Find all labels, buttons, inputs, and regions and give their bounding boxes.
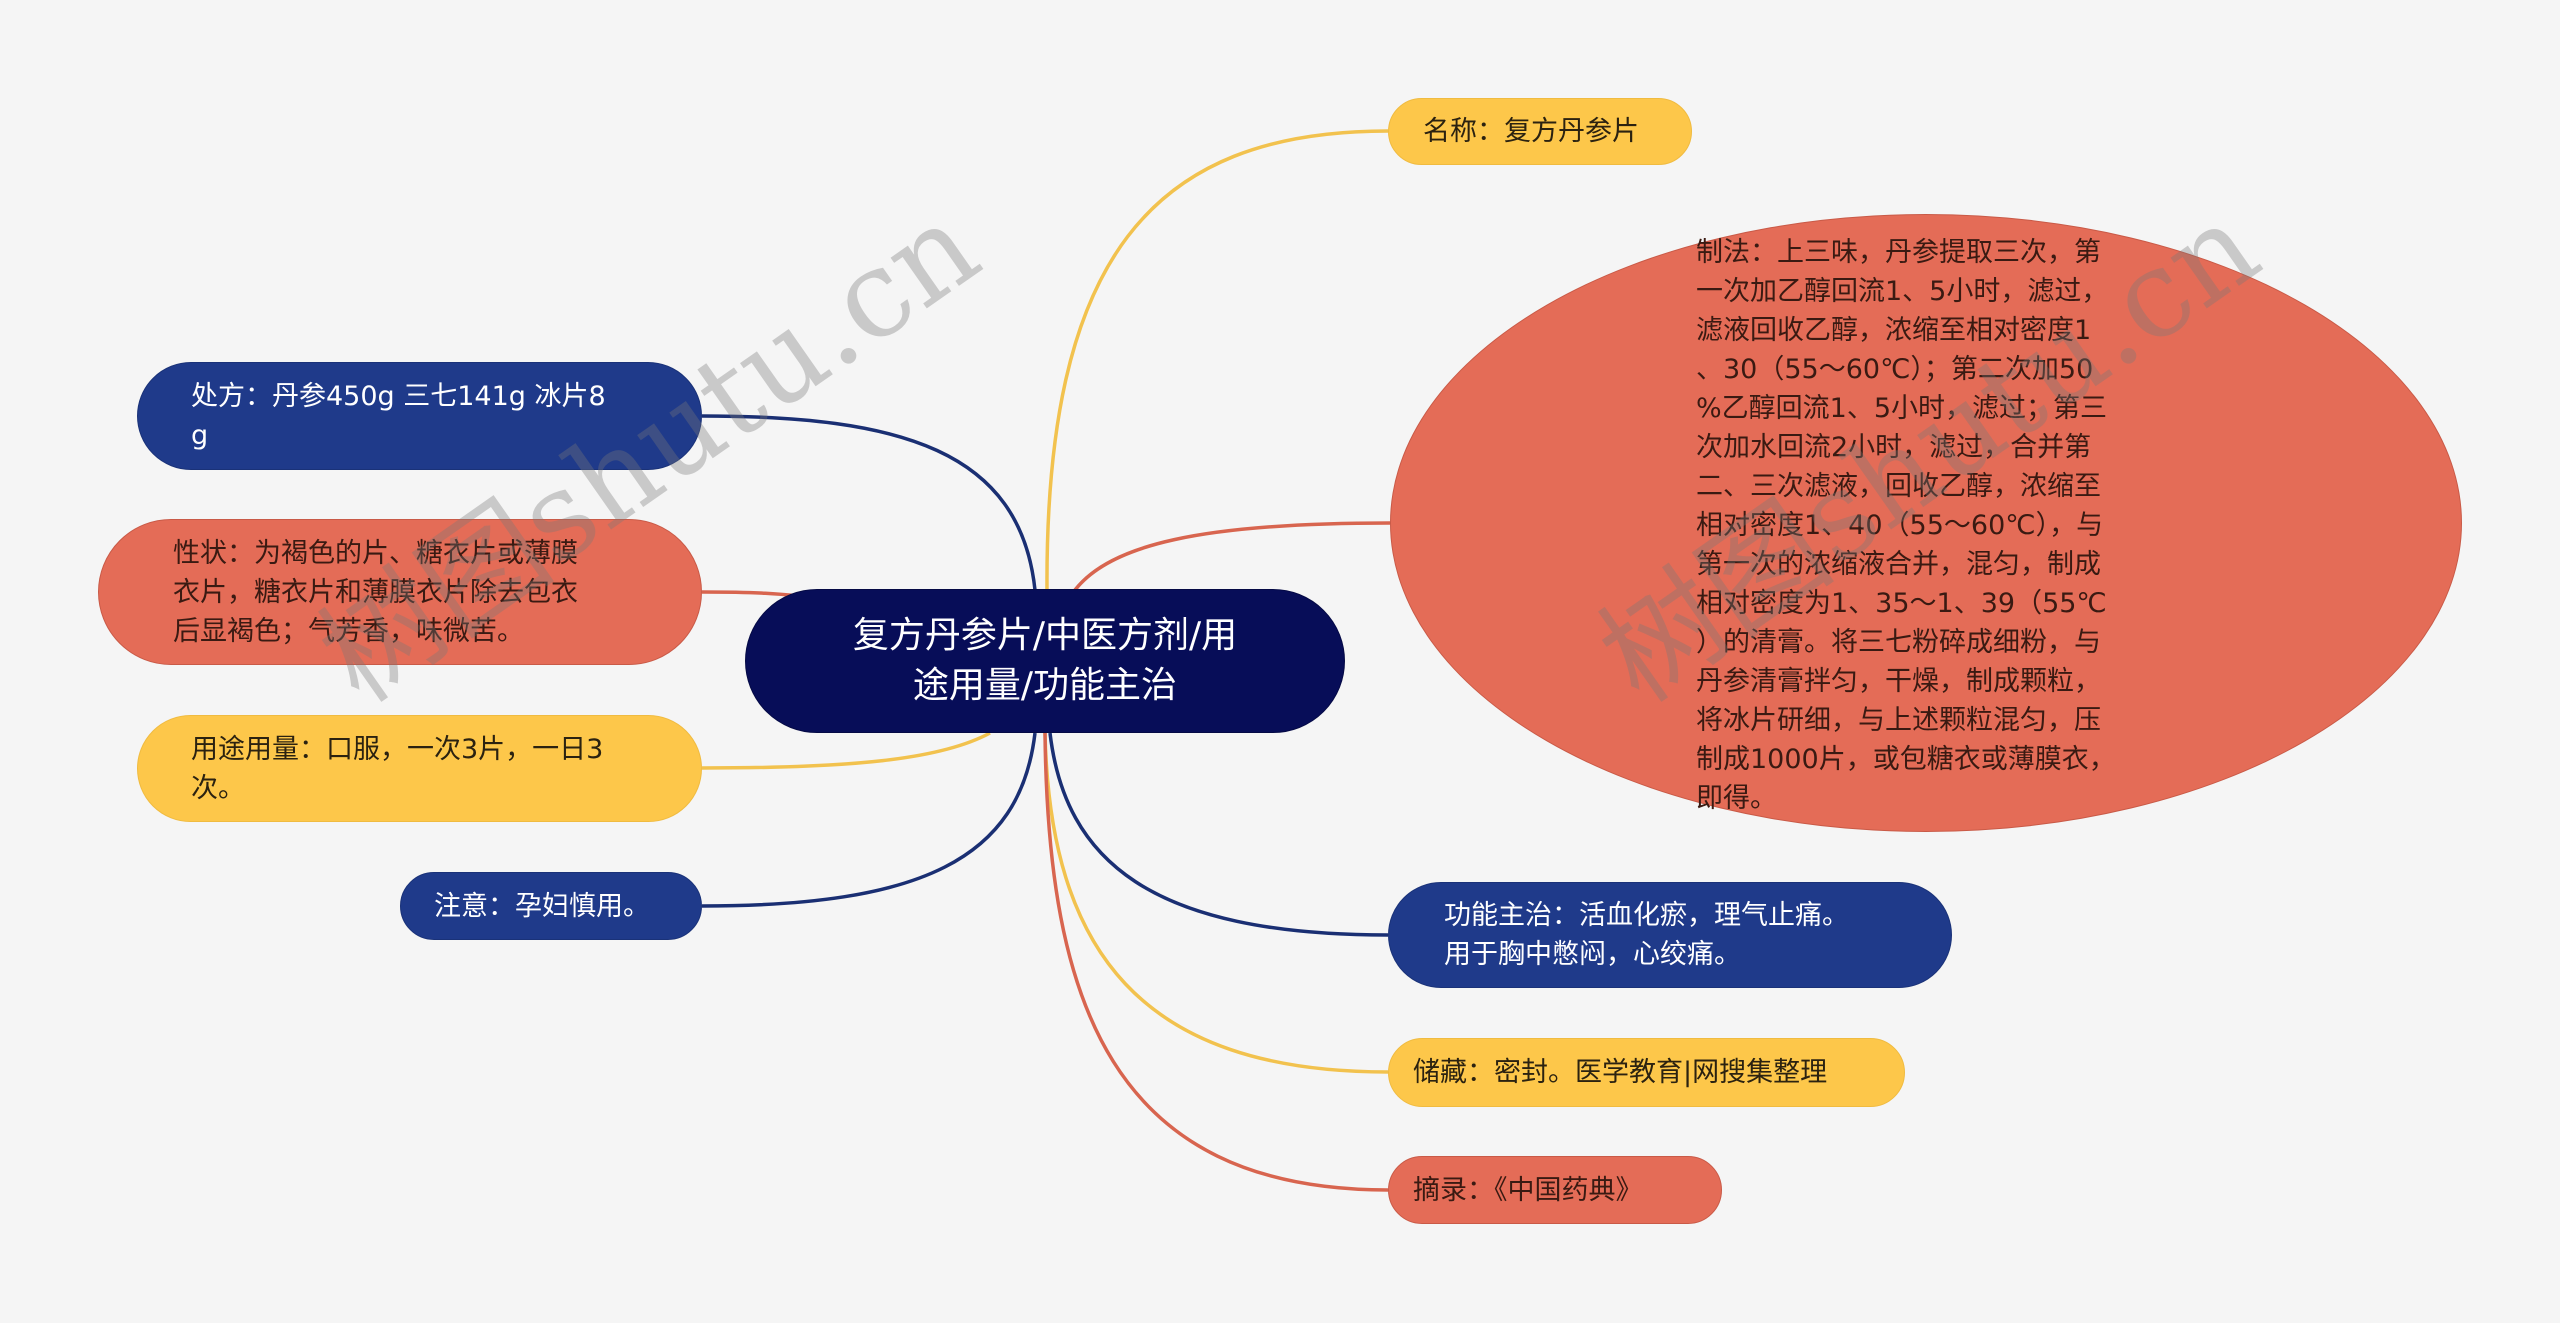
connector-caution: [701, 732, 1037, 908]
branch-storage-label: 储藏：密封。医学教育|网搜集整理: [1413, 1057, 1828, 1088]
branch-function[interactable]: 功能主治：活血化瘀，理气止痛。 用于胸中憋闷，心绞痛。: [1388, 882, 1952, 988]
branch-name-label: 名称：复方丹参片: [1423, 116, 1639, 147]
branch-prescription-label: 处方：丹参450g 三七141g 冰片8 g: [191, 381, 606, 451]
branch-name[interactable]: 名称：复方丹参片: [1388, 98, 1692, 165]
branch-usage[interactable]: 用途用量：口服，一次3片，一日3 次。: [137, 715, 702, 822]
connector-function: [1048, 732, 1389, 937]
connector-usage: [701, 731, 991, 770]
branch-excerpt-label: 摘录：《中国药典》: [1413, 1174, 1643, 1206]
central-topic-node[interactable]: 复方丹参片/中医方剂/用 途用量/功能主治: [745, 589, 1345, 733]
branch-usage-label: 用途用量：口服，一次3片，一日3 次。: [191, 733, 604, 804]
branch-function-label: 功能主治：活血化瘀，理气止痛。 用于胸中憋闷，心绞痛。: [1444, 900, 1849, 970]
connector-preparation: [1073, 521, 1391, 592]
branch-caution-label: 注意：孕妇慎用。: [434, 890, 650, 922]
central-topic-label: 复方丹参片/中医方剂/用 途用量/功能主治: [852, 615, 1238, 706]
branch-properties[interactable]: 性状：为褐色的片、糖衣片或薄膜 衣片，糖衣片和薄膜衣片除去包衣 后显褐色；气芳香…: [98, 519, 702, 665]
connector-storage: [1043, 732, 1389, 1074]
branch-preparation-label: 制法：上三味，丹参提取三次，第 一次加乙醇回流1、5小时，滤过， 滤液回收乙醇，…: [1696, 237, 2116, 814]
branch-excerpt[interactable]: 摘录：《中国药典》: [1388, 1156, 1722, 1224]
branch-caution[interactable]: 注意：孕妇慎用。: [400, 872, 702, 940]
branch-storage[interactable]: 储藏：密封。医学教育|网搜集整理: [1388, 1038, 1905, 1107]
connector-name: [1045, 129, 1389, 591]
branch-preparation[interactable]: 制法：上三味，丹参提取三次，第 一次加乙醇回流1、5小时，滤过， 滤液回收乙醇，…: [1390, 214, 2462, 832]
connector-excerpt: [1043, 732, 1389, 1192]
branch-prescription[interactable]: 处方：丹参450g 三七141g 冰片8 g: [137, 362, 702, 470]
connector-prescription: [701, 414, 1037, 591]
branch-properties-label: 性状：为褐色的片、糖衣片或薄膜 衣片，糖衣片和薄膜衣片除去包衣 后显褐色；气芳香…: [173, 537, 578, 647]
